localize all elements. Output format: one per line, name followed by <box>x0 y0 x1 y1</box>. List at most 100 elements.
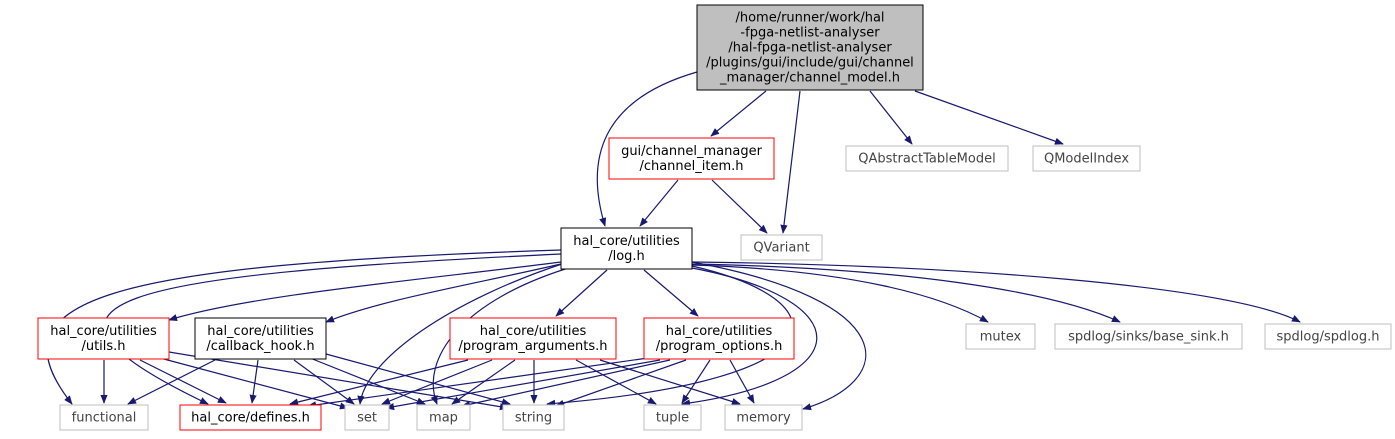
node-qvariant: QVariant <box>740 234 823 261</box>
node-label-channel_item: /channel_item.h <box>639 159 743 174</box>
edge-callback_hook-to-set <box>293 359 355 405</box>
node-label-map: map <box>429 411 458 426</box>
edge-log-to-utils <box>168 261 562 322</box>
edge-log-to-callback_hook <box>325 263 562 323</box>
node-spdlog: spdlog/spdlog.h <box>1264 323 1392 350</box>
node-qmodelindex: QModelIndex <box>1032 145 1141 172</box>
edge-channel_item-to-qvariant <box>711 179 768 234</box>
node-box-memory <box>724 404 803 431</box>
node-label-root: /hal-fpga-netlist-analyser <box>728 41 892 56</box>
edge-log-to-set <box>357 261 569 405</box>
edge-program_arguments-to-set <box>381 359 493 405</box>
node-label-callback_hook: /callback_hook.h <box>206 339 314 354</box>
edge-program_options-to-map <box>461 359 671 408</box>
edge-root-to-channel_item <box>710 90 767 137</box>
edge-log-to-program_options <box>643 269 699 317</box>
node-label-program_options: hal_core/utilities <box>666 324 773 339</box>
node-root[interactable]: /home/runner/work/hal-fpga-netlist-analy… <box>696 4 924 91</box>
edge-callback_hook-to-map <box>309 357 426 405</box>
node-box-mutex <box>965 323 1036 350</box>
node-box-base_sink <box>1054 323 1243 350</box>
node-box-log <box>560 227 693 270</box>
edge-root-to-qabstracttablemodel <box>869 90 913 145</box>
edge-program_options-to-string <box>555 359 687 407</box>
node-box-qmodelindex <box>1032 145 1141 172</box>
edge-log-to-base_sink <box>691 263 1121 323</box>
node-box-set <box>344 404 390 431</box>
node-box-callback_hook <box>194 317 327 360</box>
node-label-log: /log.h <box>608 249 645 264</box>
node-label-base_sink: spdlog/sinks/base_sink.h <box>1068 330 1229 345</box>
node-label-set: set <box>357 411 377 426</box>
node-label-tuple: tuple <box>656 411 689 426</box>
node-program_arguments[interactable]: hal_core/utilities/program_arguments.h <box>449 317 617 360</box>
node-label-qabstracttablemodel: QAbstractTableModel <box>858 152 995 167</box>
node-callback_hook[interactable]: hal_core/utilities/callback_hook.h <box>194 317 327 360</box>
edge-utils-to-defines <box>139 359 227 404</box>
node-box-functional <box>59 404 149 431</box>
node-functional: functional <box>59 404 149 431</box>
edge-root-to-qvariant <box>780 90 801 234</box>
edge-log-to-defines <box>103 253 562 405</box>
node-box-spdlog <box>1264 323 1392 350</box>
file-nodes: /home/runner/work/hal-fpga-netlist-analy… <box>37 4 1392 431</box>
node-label-utils: hal_core/utilities <box>50 324 157 339</box>
node-program_options[interactable]: hal_core/utilities/program_options.h <box>643 317 795 360</box>
node-box-map <box>416 404 471 431</box>
node-box-channel_item <box>608 137 775 180</box>
edge-program_options-to-set <box>385 359 661 411</box>
node-label-program_arguments: /program_arguments.h <box>458 339 607 354</box>
node-label-root: /home/runner/work/hal <box>735 11 884 26</box>
node-memory: memory <box>724 404 803 431</box>
node-label-memory: memory <box>736 411 791 426</box>
node-label-root: _manager/channel_model.h <box>719 71 900 86</box>
edge-program_arguments-to-tuple <box>575 359 657 405</box>
node-label-qvariant: QVariant <box>753 241 809 256</box>
edge-program_arguments-to-defines <box>289 359 469 406</box>
edge-callback_hook-to-string <box>325 353 511 406</box>
edge-callback_hook-to-functional <box>127 359 216 405</box>
node-label-root: /plugins/gui/include/gui/channel <box>706 56 914 71</box>
node-label-qmodelindex: QModelIndex <box>1044 152 1129 167</box>
node-label-root: -fpga-netlist-analyser <box>740 26 880 41</box>
edge-program_arguments-to-map <box>451 359 516 405</box>
node-mutex: mutex <box>965 323 1036 350</box>
node-label-program_options: /program_options.h <box>656 339 783 354</box>
node-label-spdlog: spdlog/spdlog.h <box>1277 330 1380 345</box>
node-string: string <box>502 404 565 431</box>
node-box-program_options <box>643 317 795 360</box>
node-set: set <box>344 404 390 431</box>
node-base_sink: spdlog/sinks/base_sink.h <box>1054 323 1243 350</box>
node-label-string: string <box>515 411 552 426</box>
node-label-callback_hook: hal_core/utilities <box>207 324 314 339</box>
node-log[interactable]: hal_core/utilities/log.h <box>560 227 693 270</box>
edge-utils-to-set <box>159 357 349 410</box>
edge-log-to-functional <box>46 249 562 405</box>
node-channel_item[interactable]: gui/channel_manager/channel_item.h <box>608 137 775 180</box>
edge-root-to-log <box>596 71 698 227</box>
edge-log-to-spdlog <box>691 261 1301 323</box>
edge-callback_hook-to-defines <box>249 359 259 404</box>
node-label-channel_item: gui/channel_manager <box>621 144 763 159</box>
node-box-qabstracttablemodel <box>845 145 1009 172</box>
edge-program_options-to-defines <box>307 357 649 409</box>
node-box-tuple <box>643 404 702 431</box>
node-label-functional: functional <box>72 411 137 426</box>
node-box-qvariant <box>740 234 823 261</box>
edge-log-to-program_arguments <box>555 269 608 317</box>
node-box-root <box>696 4 924 91</box>
edge-channel_item-to-log <box>639 179 679 227</box>
node-map: map <box>416 404 471 431</box>
node-box-program_arguments <box>449 317 617 360</box>
node-label-program_arguments: hal_core/utilities <box>480 324 587 339</box>
node-box-string <box>502 404 565 431</box>
node-tuple: tuple <box>643 404 702 431</box>
node-qabstracttablemodel: QAbstractTableModel <box>845 145 1009 172</box>
node-box-utils <box>37 317 170 360</box>
node-utils[interactable]: hal_core/utilities/utils.h <box>37 317 170 360</box>
node-defines[interactable]: hal_core/defines.h <box>179 404 322 431</box>
edge-log-to-mutex <box>691 264 989 323</box>
edge-program_arguments-to-memory <box>599 359 741 406</box>
edge-program_options-to-memory <box>729 359 755 404</box>
